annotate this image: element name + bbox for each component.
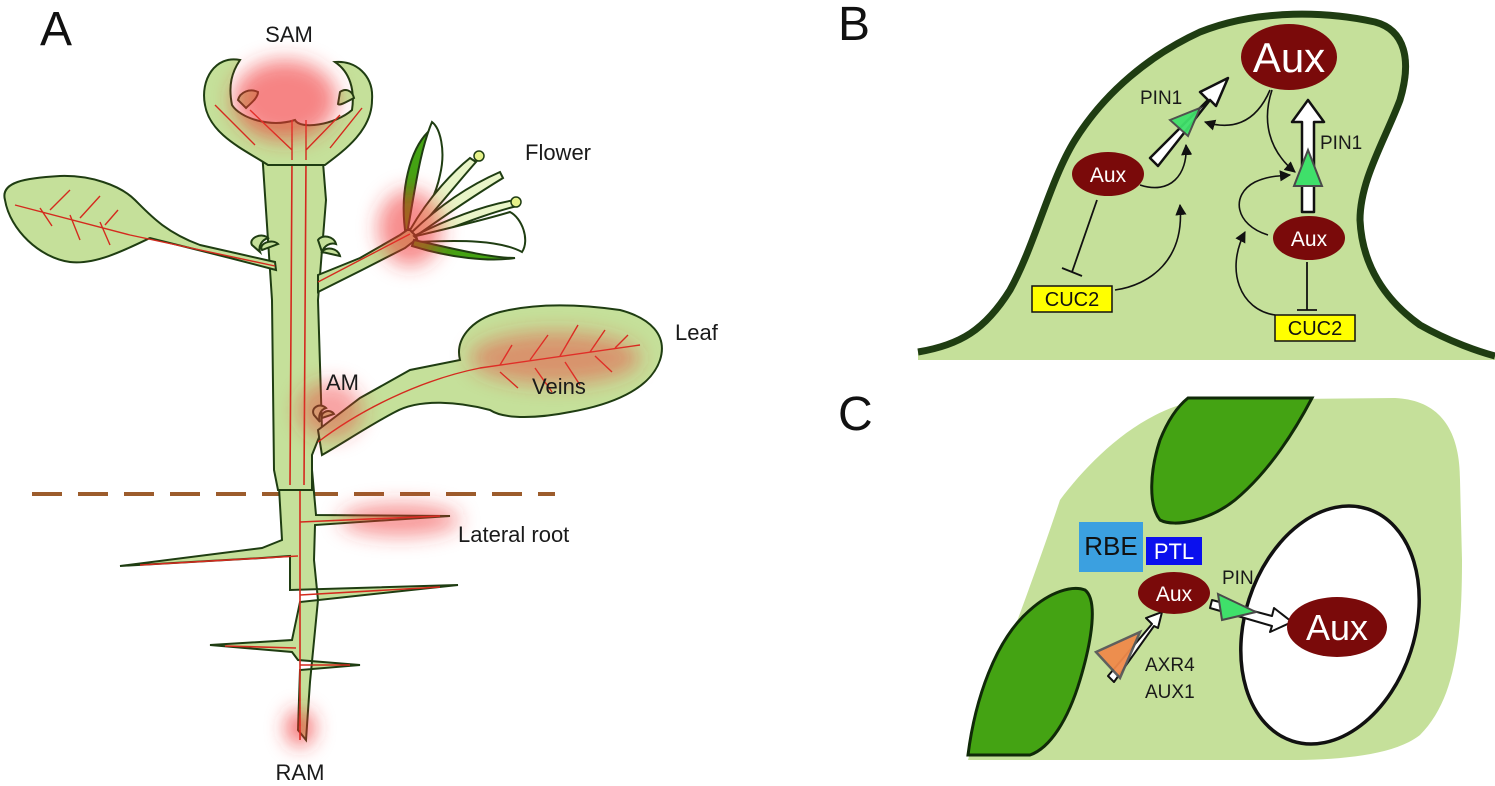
aux1-label: AUX1 (1145, 682, 1195, 703)
cuc2-right-box (1274, 314, 1356, 342)
meristem-border (917, 10, 1495, 360)
ptl-label: PTL (1154, 539, 1194, 564)
cuc2-left-box (1031, 285, 1113, 313)
cuc2-left-label: CUC2 (1045, 289, 1099, 311)
pin1-left-marker (1168, 106, 1202, 138)
pin1-left-label: PIN1 (1140, 88, 1182, 109)
right-leaf (316, 304, 663, 457)
panel-b: B Aux Aux (838, 0, 1495, 360)
meristem-outline (918, 14, 1495, 360)
rbe-label: RBE (1084, 531, 1137, 561)
panel-a-letter: A (40, 3, 72, 56)
stem-veins (289, 159, 307, 486)
panel-b-arrows (1114, 89, 1296, 316)
label-lateral-root: Lateral root (458, 522, 569, 547)
pin-export-arrow (1209, 592, 1293, 633)
label-sam: SAM (265, 22, 313, 47)
dark-lobe-bottom (966, 586, 1094, 757)
label-am: AM (326, 370, 359, 395)
aux-cytoplasm-label: Aux (1156, 583, 1193, 606)
aux-large-node (1241, 24, 1337, 90)
pin1-arrow-right (1290, 98, 1326, 214)
panel-a: A (3, 3, 719, 785)
aux-vacuole-node (1287, 597, 1387, 657)
label-flower: Flower (525, 140, 591, 165)
rbe-box (1079, 522, 1143, 572)
axr4-aux1-arrow (1093, 611, 1163, 683)
panel-c-letter: C (838, 388, 873, 441)
panel-b-inhibitions (1061, 199, 1317, 311)
aux-vacuole-label: Aux (1306, 607, 1368, 648)
left-leaf-veins (14, 189, 276, 267)
label-ram: RAM (276, 760, 325, 785)
label-veins: Veins (532, 374, 586, 399)
pin-label: PIN (1222, 568, 1254, 589)
left-leaf (3, 174, 278, 272)
pin1-arrow-left (1148, 76, 1230, 168)
panel-b-letter: B (838, 0, 870, 51)
label-leaf: Leaf (675, 320, 719, 345)
axr4-label: AXR4 (1145, 655, 1195, 676)
aux-right-node (1273, 216, 1345, 260)
aux-left-node (1072, 152, 1144, 196)
panel-c: C RBE PTL Aux Aux PIN AXR4 AUX1 (838, 388, 1462, 760)
aux-large-label: Aux (1253, 34, 1325, 81)
upper-axillary-buds (250, 234, 342, 258)
aux-cytoplasm-node (1138, 572, 1210, 614)
main-stem (260, 149, 328, 491)
dark-lobe-top (1150, 396, 1315, 525)
auxin-maxima-glows (233, 60, 640, 746)
cuc2-right-label: CUC2 (1288, 318, 1342, 340)
pin1-right-label: PIN1 (1320, 133, 1362, 154)
pin1-right-marker (1292, 147, 1324, 187)
aux-right-label: Aux (1291, 228, 1328, 251)
ptl-box (1146, 537, 1202, 565)
aux-left-label: Aux (1090, 164, 1127, 187)
